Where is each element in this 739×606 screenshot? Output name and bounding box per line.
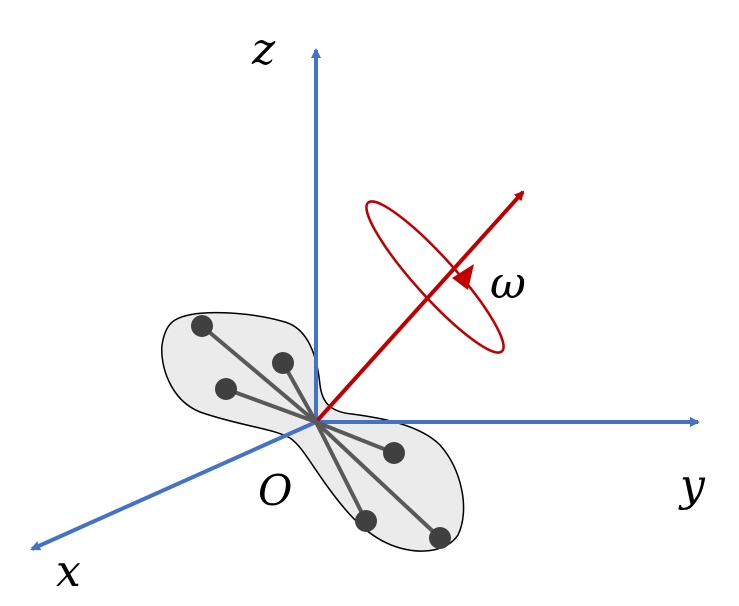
particle-1 xyxy=(191,315,213,337)
particle-4 xyxy=(383,442,405,464)
omega-vector xyxy=(314,190,525,424)
rod-6 xyxy=(314,420,442,540)
z-axis-label: z xyxy=(251,24,276,75)
omega-label: ω xyxy=(490,258,526,309)
rods xyxy=(200,324,442,540)
rotation-arrowhead-icon xyxy=(452,264,474,290)
x-axis xyxy=(30,420,317,551)
rod-1 xyxy=(200,324,318,424)
x-axis-label: x xyxy=(56,546,81,597)
particle-2 xyxy=(272,352,294,374)
rotation-ellipse xyxy=(365,200,505,354)
rod-2 xyxy=(281,362,318,423)
particle-3 xyxy=(215,378,237,400)
rod-3 xyxy=(225,387,317,424)
particles xyxy=(191,315,451,549)
rod-4 xyxy=(315,420,395,455)
particle-6 xyxy=(429,527,451,549)
particle-5 xyxy=(355,510,377,532)
origin-label: O xyxy=(258,466,292,515)
y-axis-label: y xyxy=(678,460,706,511)
rod-5 xyxy=(314,421,368,522)
